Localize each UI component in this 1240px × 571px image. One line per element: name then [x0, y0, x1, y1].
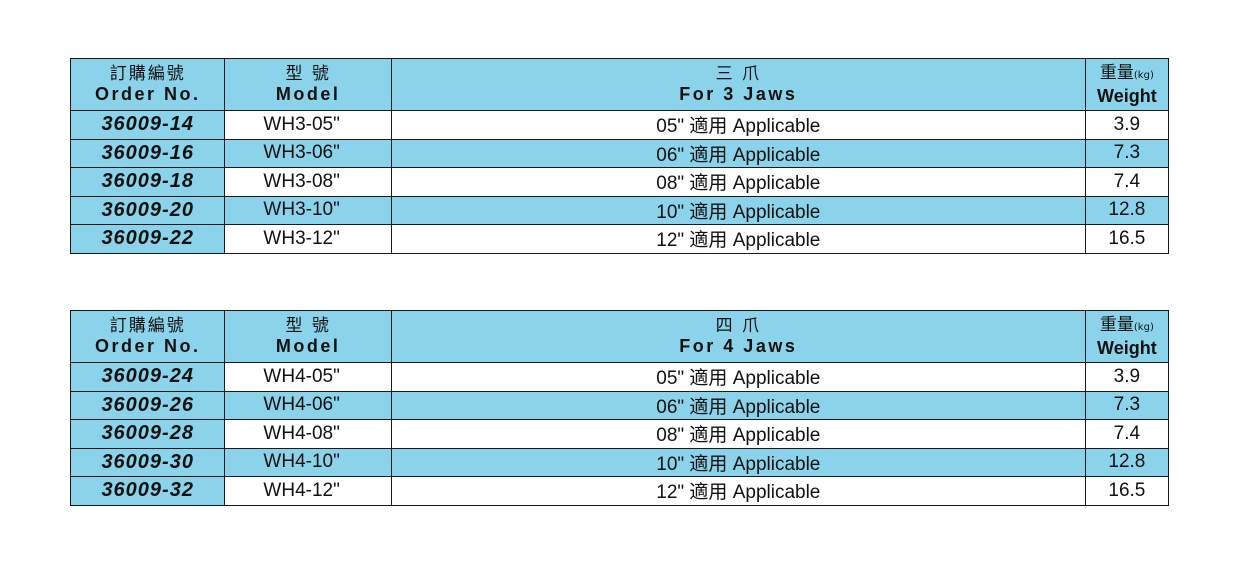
- header-jaws: 四 爪 For 4 Jaws: [390, 310, 1086, 363]
- model-cell: WH4-06": [224, 390, 392, 420]
- weight-cell: 7.4: [1084, 167, 1170, 197]
- header-order-en: Order No.: [94, 84, 201, 104]
- weight-cell: 7.3: [1084, 390, 1170, 420]
- weight-cell: 7.4: [1084, 419, 1170, 449]
- table-row: 36009-32 WH4-12" 12" 適用 Applicable 16.5: [69, 476, 1170, 506]
- weight-cell: 12.8: [1084, 195, 1170, 225]
- header-jaws-en: For 4 Jaws: [679, 336, 798, 356]
- order-number-cell: 36009-28: [69, 419, 226, 449]
- header-model-zh: 型 號: [285, 316, 331, 336]
- order-number-cell: 36009-26: [69, 390, 226, 420]
- model-cell: WH4-12": [224, 476, 392, 506]
- table-row: 36009-16 WH3-06" 06" 適用 Applicable 7.3: [69, 138, 1170, 168]
- header-order-no: 訂購編號 Order No.: [69, 58, 226, 111]
- header-order-en: Order No.: [94, 336, 201, 356]
- table-row: 36009-24 WH4-05" 05" 適用 Applicable 3.9: [69, 362, 1170, 392]
- order-number-cell: 36009-24: [69, 362, 226, 392]
- header-jaws-zh: 四 爪: [715, 316, 762, 336]
- header-model-zh: 型 號: [285, 64, 331, 84]
- model-cell: WH4-10": [224, 447, 392, 477]
- header-jaws-en: For 3 Jaws: [679, 84, 798, 104]
- order-number-cell: 36009-18: [69, 167, 226, 197]
- model-cell: WH3-12": [224, 224, 392, 254]
- order-number-cell: 36009-16: [69, 138, 226, 168]
- applicable-cell: 05" 適用 Applicable: [390, 362, 1086, 392]
- weight-cell: 16.5: [1084, 224, 1170, 254]
- table-row: 36009-14 WH3-05" 05" 適用 Applicable 3.9: [69, 110, 1170, 140]
- header-jaws-zh: 三 爪: [715, 64, 762, 84]
- spec-table-3-jaws: 訂購編號 Order No. 型 號 Model 三 爪 For 3 Jaws …: [69, 58, 1170, 254]
- header-weight: 重量(kg) Weight: [1084, 58, 1170, 111]
- table-row: 36009-26 WH4-06" 06" 適用 Applicable 7.3: [69, 390, 1170, 420]
- applicable-cell: 06" 適用 Applicable: [390, 138, 1086, 168]
- header-model: 型 號 Model: [224, 58, 392, 111]
- order-number-cell: 36009-20: [69, 195, 226, 225]
- order-number-cell: 36009-22: [69, 224, 226, 254]
- applicable-cell: 08" 適用 Applicable: [390, 419, 1086, 449]
- header-weight-zh-text: 重量: [1099, 62, 1134, 83]
- header-jaws: 三 爪 For 3 Jaws: [390, 58, 1086, 111]
- header-model-en: Model: [275, 336, 341, 356]
- model-cell: WH4-05": [224, 362, 392, 392]
- table-row: 36009-20 WH3-10" 10" 適用 Applicable 12.8: [69, 195, 1170, 225]
- weight-cell: 3.9: [1084, 362, 1170, 392]
- table-row: 36009-28 WH4-08" 08" 適用 Applicable 7.4: [69, 419, 1170, 449]
- order-number-cell: 36009-30: [69, 447, 226, 477]
- header-weight-en: Weight: [1097, 337, 1157, 358]
- header-weight-en: Weight: [1097, 85, 1157, 106]
- header-weight-unit: (kg): [1133, 69, 1154, 81]
- header-weight-zh: 重量(kg): [1086, 314, 1167, 338]
- model-cell: WH4-08": [224, 419, 392, 449]
- header-weight-unit: (kg): [1133, 321, 1154, 333]
- weight-cell: 12.8: [1084, 447, 1170, 477]
- applicable-cell: 10" 適用 Applicable: [390, 447, 1086, 477]
- header-model-en: Model: [275, 84, 341, 104]
- table-header-row: 訂購編號 Order No. 型 號 Model 四 爪 For 4 Jaws …: [69, 310, 1170, 363]
- header-weight-zh-text: 重量: [1099, 314, 1134, 335]
- header-model: 型 號 Model: [224, 310, 392, 363]
- model-cell: WH3-10": [224, 195, 392, 225]
- applicable-cell: 12" 適用 Applicable: [390, 476, 1086, 506]
- weight-cell: 7.3: [1084, 138, 1170, 168]
- header-weight: 重量(kg) Weight: [1084, 310, 1170, 363]
- applicable-cell: 06" 適用 Applicable: [390, 390, 1086, 420]
- table-row: 36009-30 WH4-10" 10" 適用 Applicable 12.8: [69, 447, 1170, 477]
- weight-cell: 3.9: [1084, 110, 1170, 140]
- model-cell: WH3-05": [224, 110, 392, 140]
- header-order-zh: 訂購編號: [109, 64, 186, 84]
- model-cell: WH3-06": [224, 138, 392, 168]
- order-number-cell: 36009-32: [69, 476, 226, 506]
- table-header-row: 訂購編號 Order No. 型 號 Model 三 爪 For 3 Jaws …: [69, 58, 1170, 111]
- applicable-cell: 05" 適用 Applicable: [390, 110, 1086, 140]
- applicable-cell: 08" 適用 Applicable: [390, 167, 1086, 197]
- applicable-cell: 12" 適用 Applicable: [390, 224, 1086, 254]
- model-cell: WH3-08": [224, 167, 392, 197]
- table-row: 36009-18 WH3-08" 08" 適用 Applicable 7.4: [69, 167, 1170, 197]
- header-order-no: 訂購編號 Order No.: [69, 310, 226, 363]
- header-weight-zh: 重量(kg): [1086, 62, 1167, 86]
- spec-table-4-jaws: 訂購編號 Order No. 型 號 Model 四 爪 For 4 Jaws …: [69, 310, 1170, 506]
- header-order-zh: 訂購編號: [109, 316, 186, 336]
- table-row: 36009-22 WH3-12" 12" 適用 Applicable 16.5: [69, 224, 1170, 254]
- order-number-cell: 36009-14: [69, 110, 226, 140]
- applicable-cell: 10" 適用 Applicable: [390, 195, 1086, 225]
- weight-cell: 16.5: [1084, 476, 1170, 506]
